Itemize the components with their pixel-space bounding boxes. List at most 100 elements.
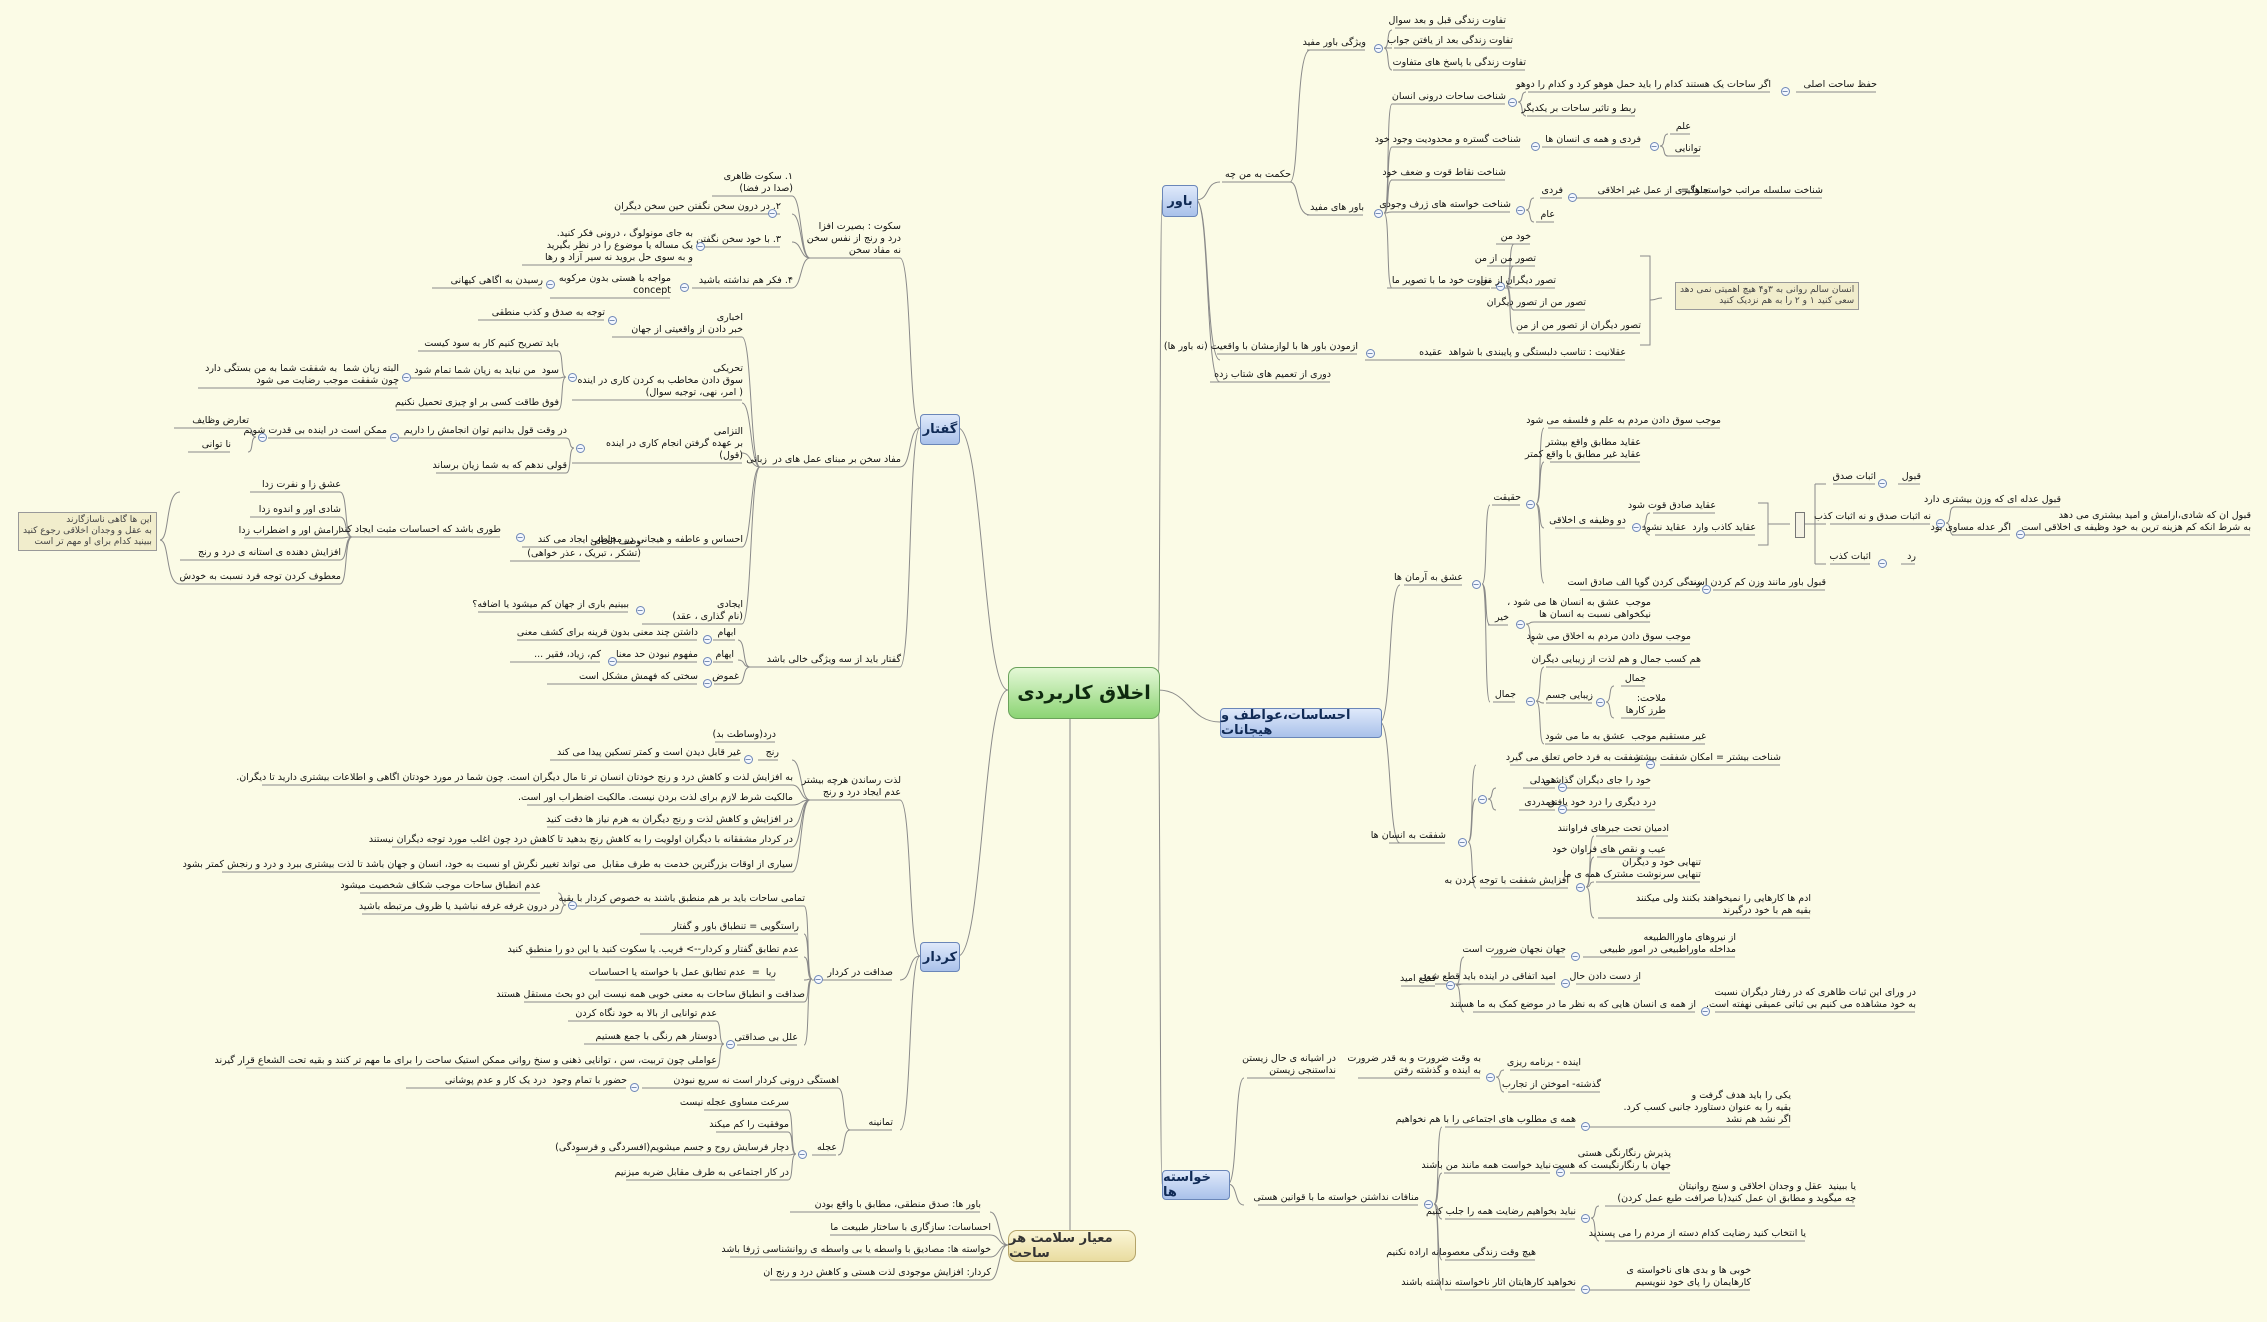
node-hefz[interactable]: اگر ساحات یک هستند کدام را باید حمل هوهو… bbox=[1516, 79, 1771, 90]
toggle-aghlaniat[interactable]: − bbox=[1365, 348, 1375, 358]
node-agarAdle[interactable]: اگر عدله مساوی بود bbox=[1930, 522, 2011, 533]
node-tm1a[interactable]: حضور با تمام وجود درد یک کار و عدم پوشان… bbox=[444, 1075, 627, 1086]
toggle-jesm[interactable]: − bbox=[1595, 697, 1605, 707]
node-s4[interactable]: ۴. فکر هم نداشته باشید bbox=[698, 275, 793, 286]
toggle-ellal[interactable]: − bbox=[725, 1039, 735, 1049]
node-ihamA[interactable]: مفهوم نبودن حد معنا bbox=[615, 649, 698, 660]
branch-khasteha[interactable]: خواسته ها bbox=[1162, 1170, 1230, 1200]
node-hekmat[interactable]: حکمت به من چه bbox=[1224, 169, 1291, 180]
node-j1[interactable]: هم کسب جمال و هم لذت از زیبایی دیگران bbox=[1531, 654, 1701, 665]
toggle-agarAdle[interactable]: − bbox=[2015, 529, 2025, 539]
node-tavanayi[interactable]: توانایی bbox=[1674, 143, 1701, 154]
node-azmoodan[interactable]: ازمودن باور ها با لوازمشان با واقعیت (نه… bbox=[1163, 341, 1358, 352]
node-qoboolShadi[interactable]: قبول ان که شادی،ارامش و امید بیشتری می د… bbox=[2021, 510, 2251, 533]
node-ayande[interactable]: اینده - برنامه ریزی bbox=[1506, 1057, 1581, 1068]
toggle-hefz[interactable]: − bbox=[1780, 86, 1790, 96]
node-s3[interactable]: ۳. با خود سخن نگفتن bbox=[696, 234, 781, 245]
toggle-vasfi[interactable]: − bbox=[515, 532, 525, 542]
toggle-zendegi[interactable]: − bbox=[1701, 584, 1711, 594]
node-jamal[interactable]: جمال bbox=[1494, 689, 1516, 700]
node-vasfi[interactable]: وصف الحالی (تشکر ، تبریک ، عذر خواهی) bbox=[527, 536, 641, 559]
node-hd[interactable]: خود را جای دیگران گذاشتن bbox=[1543, 775, 1651, 786]
node-mm4[interactable]: کردار: افزایش موجودی لذت هستی و کاهش درد… bbox=[763, 1267, 991, 1278]
node-ibham[interactable]: ابهام bbox=[717, 627, 736, 638]
toggle-eshgh[interactable]: − bbox=[1471, 579, 1481, 589]
node-h1[interactable]: موجب سوق دادن مردم به علم و فلسفه می شود bbox=[1526, 415, 1721, 426]
node-rad[interactable]: رد bbox=[1907, 551, 1916, 562]
node-th1[interactable]: باید تصریح کنیم کار به سود کیست bbox=[424, 338, 559, 349]
node-dard[interactable]: درد(وساطت بد) bbox=[712, 729, 776, 740]
toggle-gh3[interactable]: − bbox=[1700, 1006, 1710, 1016]
toggle-gostare[interactable]: − bbox=[1530, 141, 1540, 151]
node-ibhamA[interactable]: داشتن چند معنی بدون قرینه برای کشف معنی bbox=[516, 627, 698, 638]
node-sd1[interactable]: تمامی ساحات باید بر هم منطبق باشند به خص… bbox=[558, 893, 805, 904]
toggle-jamal[interactable]: − bbox=[1525, 696, 1535, 706]
node-ijadiA[interactable]: ببینیم باری از جهان کم میشود یا اضافه؟ bbox=[472, 599, 629, 610]
toggle-be[interactable]: − bbox=[1485, 1072, 1495, 1082]
node-el1b[interactable]: تعارض وظایف bbox=[192, 415, 249, 426]
node-tamaniye[interactable]: تمانینه bbox=[868, 1117, 893, 1128]
toggle-na-esbat[interactable]: − bbox=[1935, 518, 1945, 528]
node-kheyr[interactable]: خیر bbox=[1495, 612, 1509, 623]
toggle-gh2[interactable]: − bbox=[1560, 978, 1570, 988]
node-khod[interactable]: خود من bbox=[1500, 231, 1531, 242]
node-sd1a[interactable]: عدم انطباق ساحات موجب شکاف شخصیت میشود bbox=[340, 880, 541, 891]
node-hamdardi[interactable]: همدردی bbox=[1524, 797, 1556, 808]
node-mofad[interactable]: مفاد سخن بر مبنای عمل های در زبانی bbox=[746, 454, 901, 465]
node-k2[interactable]: موجب سوق دادن مردم به اخلاق می شود bbox=[1526, 631, 1692, 642]
node-h3[interactable]: دو وظیفه ی اخلاقی bbox=[1549, 515, 1626, 526]
node-aj2[interactable]: موفقیت را کم میکند bbox=[709, 1119, 789, 1130]
node-el2k[interactable]: دوستار هم رنگی با جمع هستیم bbox=[595, 1031, 717, 1042]
node-v1[interactable]: تفاوت زندگی قبل و بعد سوال bbox=[1388, 15, 1506, 26]
toggle-ijadi[interactable]: − bbox=[635, 605, 645, 615]
toggle-hamdardi[interactable]: − bbox=[1557, 804, 1567, 814]
node-ghomooz[interactable]: غموض bbox=[712, 671, 739, 682]
toggle-shaf1[interactable]: − bbox=[1645, 759, 1655, 769]
node-gh1[interactable]: جهان نجهان ضرورت است bbox=[1462, 944, 1566, 955]
node-a3[interactable]: تنهایی خود و دیگران تنهایی سرنوشت مشترک … bbox=[1563, 857, 1701, 880]
node-jesm[interactable]: زیبایی جسم bbox=[1545, 690, 1593, 701]
node-rabt[interactable]: ربط و تاثیر ساحات بر یکدیگر bbox=[1521, 103, 1636, 114]
node-m4[interactable]: هیچ وقت زندگی معصومانه اراده نکنیم bbox=[1386, 1247, 1536, 1258]
node-esbat-sedgh[interactable]: اثبات صدق bbox=[1832, 471, 1876, 482]
node-esbat-kezb[interactable]: اثبات کذب bbox=[1829, 551, 1871, 562]
node-sedaghat[interactable]: صداقت در کردار bbox=[827, 967, 893, 978]
node-aj3[interactable]: دچار فرسایش روح و جسم میشویم(افسردگی و ف… bbox=[555, 1142, 789, 1153]
node-m3a[interactable]: یا ببینید عقل و وجدان اخلاقی و سنج روانی… bbox=[1617, 1181, 1856, 1204]
node-th2a[interactable]: البته زیان شما به شفقت شما به من بستگی د… bbox=[205, 363, 399, 386]
toggle-ajale[interactable]: − bbox=[797, 1149, 807, 1159]
branch-ehsasat[interactable]: احساسات،عواطف و هیجانات bbox=[1220, 708, 1382, 738]
node-gh3a[interactable]: در ورای این ثبات ظاهری که در رفتار دیگرا… bbox=[1706, 987, 1916, 1010]
node-vizhegi[interactable]: ویژگی باور مفید bbox=[1302, 37, 1366, 48]
node-ranj[interactable]: رنج bbox=[765, 747, 779, 758]
node-aghlaniat[interactable]: عقلانیت : تناسب دلبستگی و پایبندی با شوا… bbox=[1419, 347, 1626, 358]
toggle-ibham[interactable]: − bbox=[702, 634, 712, 644]
node-aj1[interactable]: سرعت مساوی عجله نیست bbox=[679, 1097, 789, 1108]
node-afzayesh[interactable]: افزایش شفقت با توجه کردن به bbox=[1444, 875, 1569, 886]
toggle-el1[interactable]: − bbox=[389, 432, 399, 442]
node-bavar-mofid[interactable]: باور های مفید bbox=[1310, 202, 1364, 213]
node-khali[interactable]: گفتار باید از سه ویژگی خالی باشد bbox=[766, 654, 901, 665]
node-ekhbari[interactable]: اخباری خبر دادن از واقعیتی از جهان bbox=[631, 312, 743, 335]
node-gh2a[interactable]: از دست دادن حال bbox=[1569, 971, 1641, 982]
node-fardi2[interactable]: فردی bbox=[1541, 185, 1563, 196]
node-tahriki[interactable]: تحریکی سوق دادن مخاطب به کردن کاری در ای… bbox=[577, 363, 743, 398]
node-ajale[interactable]: عجله bbox=[816, 1142, 837, 1153]
central-topic[interactable]: اخلاق کاربردی bbox=[1008, 667, 1160, 719]
node-lezzat[interactable]: لذت رساندن هرچه بیشتر عدم ایجاد درد و رن… bbox=[801, 775, 901, 798]
node-mm1[interactable]: باور ها: صدق منطقی، مطابق با واقع بودن bbox=[814, 1199, 981, 1210]
node-m5a[interactable]: خوبی ها و بدی های ناخواسته ی کارهایمان ر… bbox=[1626, 1265, 1751, 1288]
node-k3[interactable]: در افزایش و کاهش لذت و رنج دیگران به هرم… bbox=[546, 814, 793, 825]
node-m2[interactable]: نباید خواست همه مانند من باشند bbox=[1421, 1160, 1551, 1171]
toggle-esbat-sedgh[interactable]: − bbox=[1877, 478, 1887, 488]
node-sd3[interactable]: عدم تطابق گفتار و کردار--> فریب. یا سکوت… bbox=[507, 944, 799, 955]
node-k5[interactable]: سیاری از اوقات بزرگترین خدمت به طرف مقاب… bbox=[182, 859, 793, 870]
node-shaf1r[interactable]: شناخت بیشتر = امکان شفقت بیشتر bbox=[1635, 752, 1781, 763]
toggle-h3[interactable]: − bbox=[1631, 522, 1641, 532]
toggle-iham[interactable]: − bbox=[702, 656, 712, 666]
node-ellal[interactable]: علل بی صداقتی bbox=[734, 1032, 798, 1043]
node-m2a[interactable]: پذیرش رنگارنگی هستی جهان با رنگارنگیست ک… bbox=[1552, 1148, 1671, 1171]
node-qobool[interactable]: قبول bbox=[1901, 471, 1921, 482]
node-a1[interactable]: ادمیان تحت جبرهای فراوانند bbox=[1557, 823, 1669, 834]
node-hdr[interactable]: درد دیگری را درد خود یافتن bbox=[1547, 797, 1656, 808]
